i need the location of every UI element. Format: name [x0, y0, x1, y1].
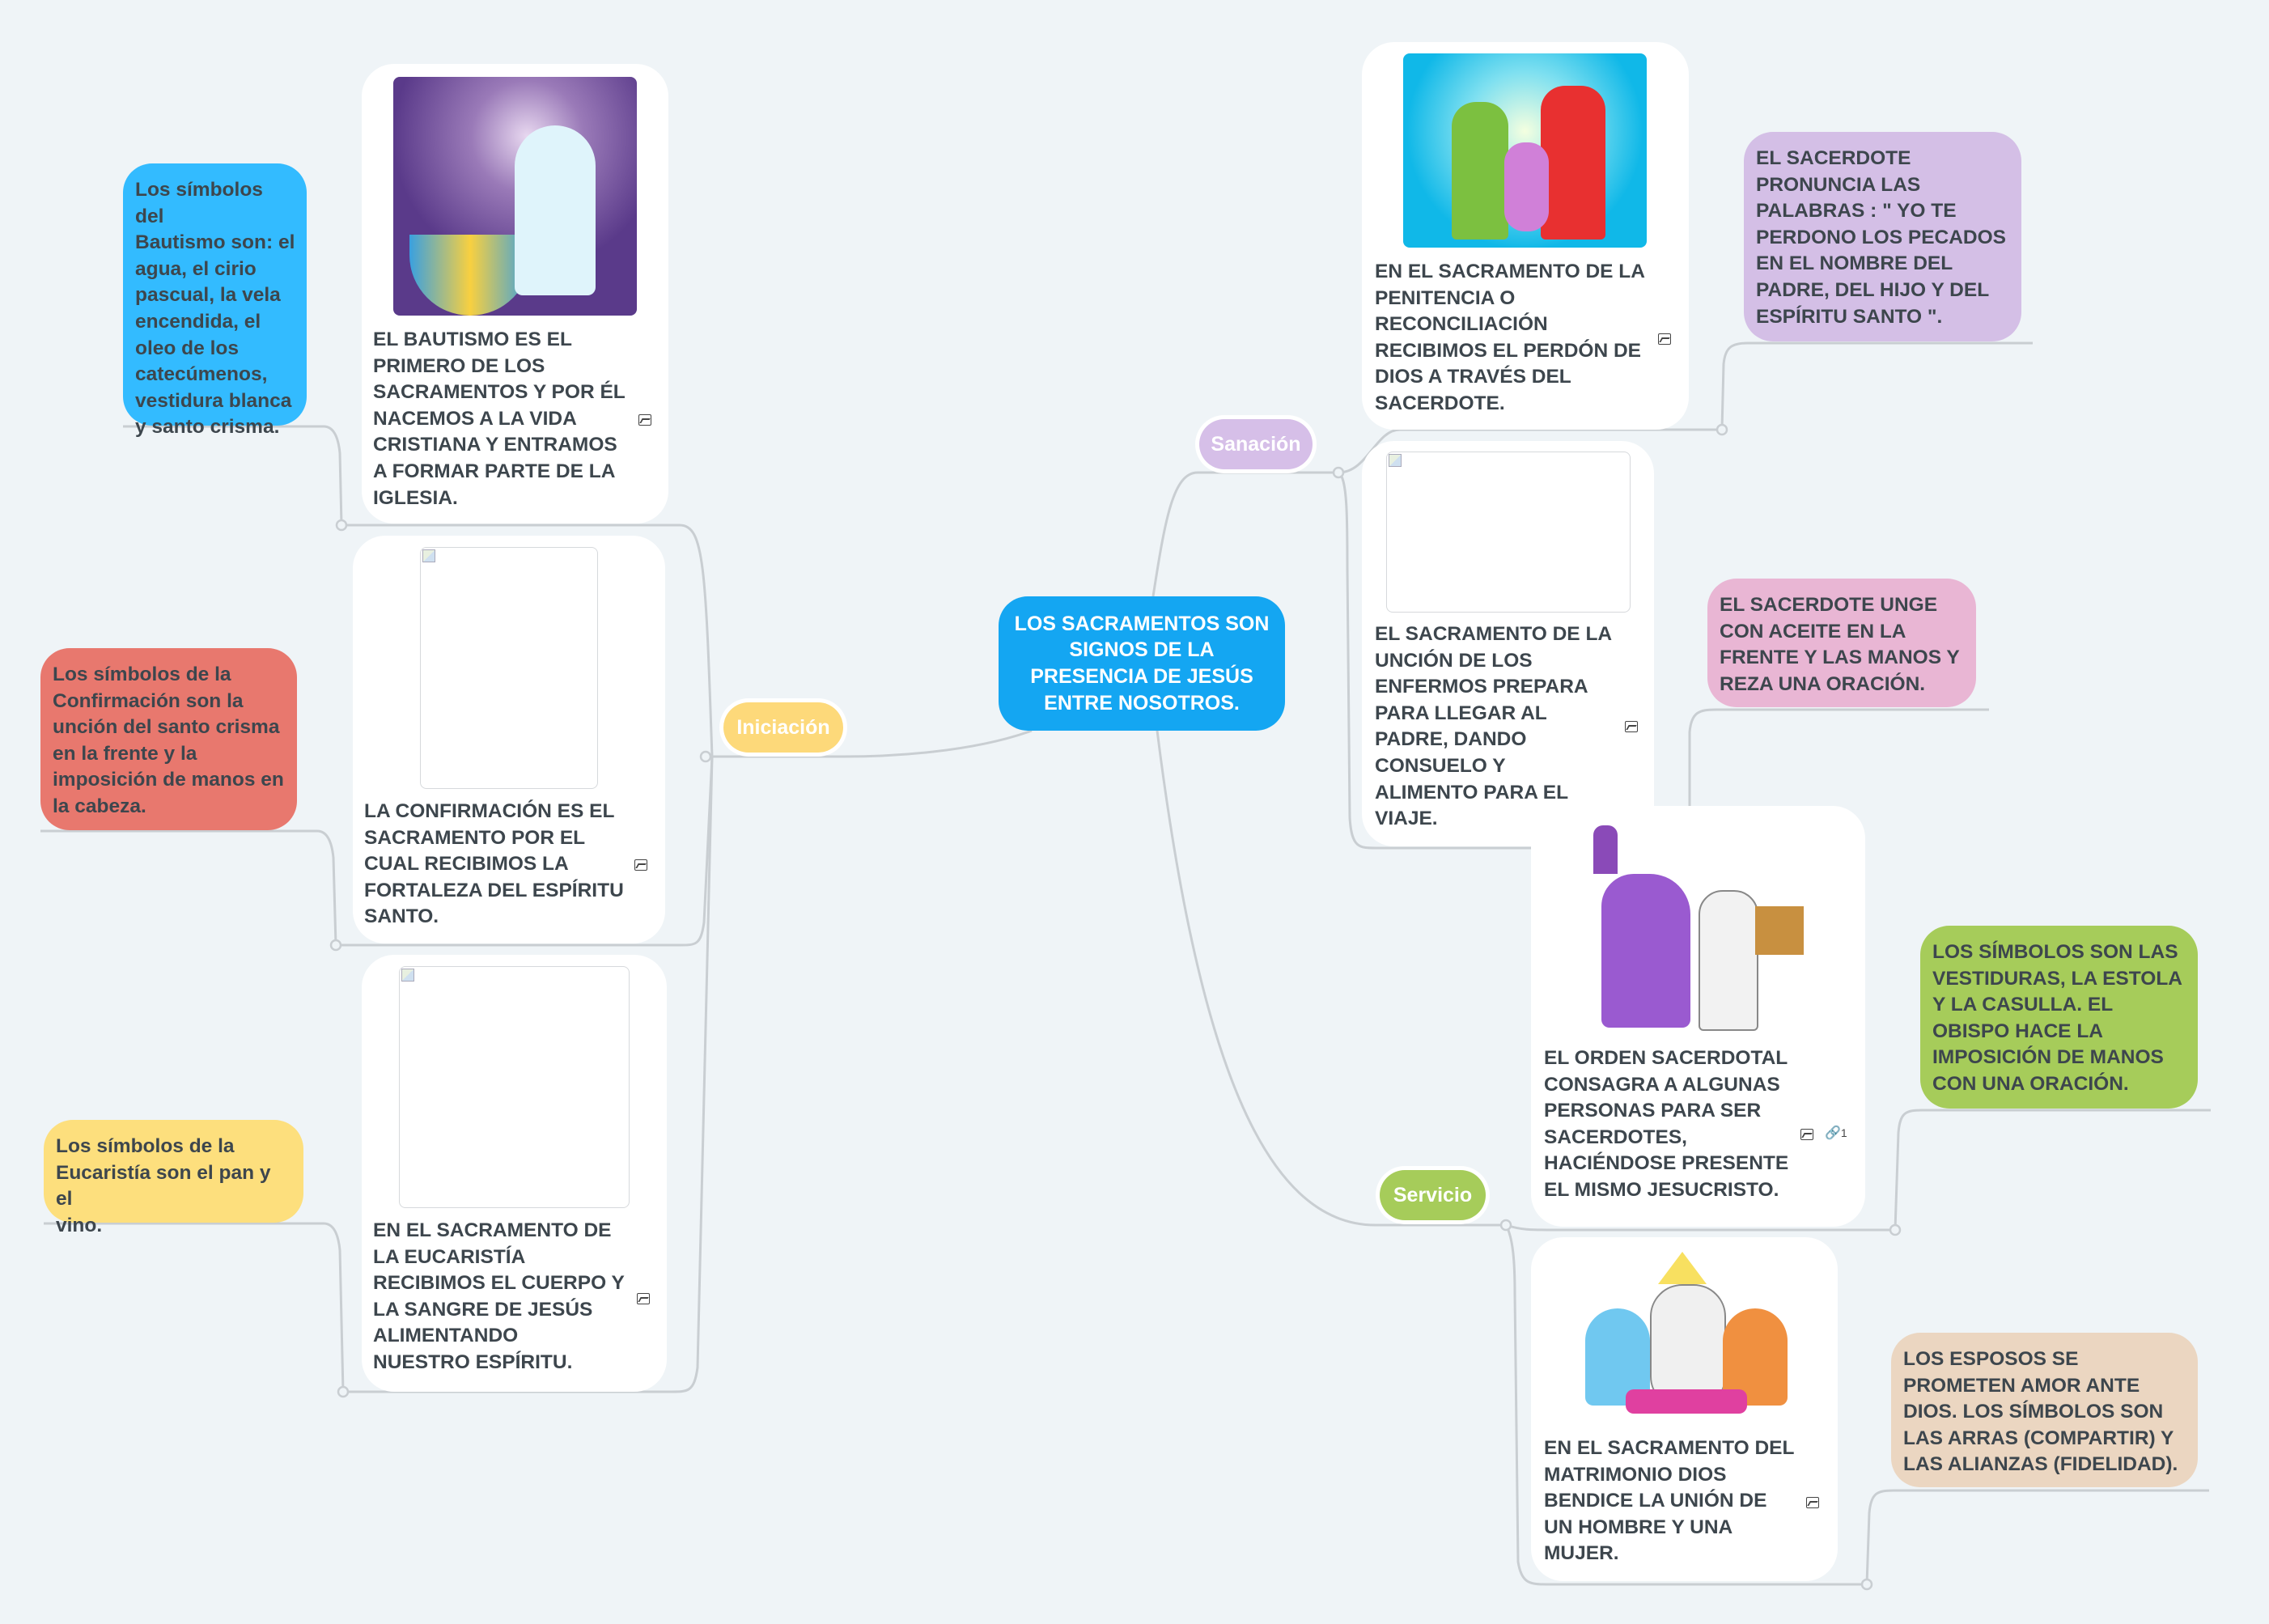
- card-penitencia[interactable]: EN EL SACRAMENTO DE LA PENITENCIA O RECO…: [1362, 42, 1689, 430]
- topic-servicio[interactable]: Servicio: [1380, 1170, 1486, 1220]
- broken-image: [399, 966, 630, 1208]
- link-count: 1: [1840, 1126, 1847, 1139]
- card-uncion[interactable]: EL SACRAMENTO DE LA UNCIÓN DE LOS ENFERM…: [1362, 441, 1654, 846]
- image-icon[interactable]: [1800, 1129, 1813, 1140]
- central-topic[interactable]: LOS SACRAMENTOS SON SIGNOS DE LA PRESENC…: [999, 596, 1285, 731]
- card-orden[interactable]: EL ORDEN SACERDOTAL CONSAGRA A ALGUNAS P…: [1531, 806, 1865, 1227]
- image-icon[interactable]: [1806, 1497, 1819, 1508]
- note-uncion[interactable]: EL SACERDOTE UNGE CON ACEITE EN LA FRENT…: [1707, 579, 1976, 707]
- card-text: EL ORDEN SACERDOTAL CONSAGRA A ALGUNAS P…: [1544, 1047, 1789, 1201]
- broken-image: [420, 547, 598, 789]
- note-orden-simbolos[interactable]: LOS SÍMBOLOS SON LAS VESTIDURAS, LA ESTO…: [1920, 926, 2198, 1109]
- card-eucaristia[interactable]: EN EL SACRAMENTO DE LA EUCARISTÍA RECIBI…: [362, 955, 667, 1392]
- card-text: LA CONFIRMACIÓN ES EL SACRAMENTO POR EL …: [364, 800, 624, 928]
- card-text: EL BAUTISMO ES EL PRIMERO DE LOS SACRAME…: [373, 329, 626, 509]
- card-matrimonio[interactable]: EN EL SACRAMENTO DEL MATRIMONIO DIOS BEN…: [1531, 1237, 1838, 1581]
- note-eucaristia-simbolos[interactable]: Los símbolos de la Eucaristía son el pan…: [44, 1120, 303, 1236]
- card-confirmacion[interactable]: LA CONFIRMACIÓN ES EL SACRAMENTO POR EL …: [353, 536, 665, 943]
- marriage-illustration: [1577, 1252, 1794, 1425]
- image-icon[interactable]: [637, 1293, 650, 1304]
- penance-illustration: [1403, 53, 1647, 248]
- card-text: EN EL SACRAMENTO DE LA EUCARISTÍA RECIBI…: [373, 1219, 625, 1373]
- note-penitencia[interactable]: EL SACERDOTE PRONUNCIA LAS PALABRAS : " …: [1744, 132, 2021, 341]
- ordination-illustration: [1577, 817, 1817, 1034]
- baptism-illustration: [393, 77, 637, 316]
- note-bautismo-simbolos[interactable]: Los símbolos del Bautismo son: el agua, …: [123, 163, 307, 438]
- topic-sanacion[interactable]: Sanación: [1199, 419, 1313, 469]
- note-confirmacion-simbolos[interactable]: Los símbolos de la Confirmación son la u…: [40, 648, 297, 830]
- link-icon[interactable]: 🔗1: [1825, 1126, 1847, 1140]
- image-icon[interactable]: [1658, 333, 1671, 345]
- card-text: EL SACRAMENTO DE LA UNCIÓN DE LOS ENFERM…: [1375, 623, 1613, 830]
- image-icon[interactable]: [1625, 721, 1638, 732]
- topic-iniciacion[interactable]: Iniciación: [723, 702, 843, 753]
- image-icon[interactable]: [634, 859, 647, 871]
- note-matrimonio-simbolos[interactable]: LOS ESPOSOS SE PROMETEN AMOR ANTE DIOS. …: [1891, 1333, 2198, 1487]
- card-bautismo[interactable]: EL BAUTISMO ES EL PRIMERO DE LOS SACRAME…: [362, 64, 668, 524]
- card-text: EN EL SACRAMENTO DE LA PENITENCIA O RECO…: [1375, 261, 1645, 414]
- card-text: EN EL SACRAMENTO DEL MATRIMONIO DIOS BEN…: [1544, 1437, 1795, 1565]
- broken-image: [1386, 452, 1631, 613]
- image-icon[interactable]: [638, 414, 651, 426]
